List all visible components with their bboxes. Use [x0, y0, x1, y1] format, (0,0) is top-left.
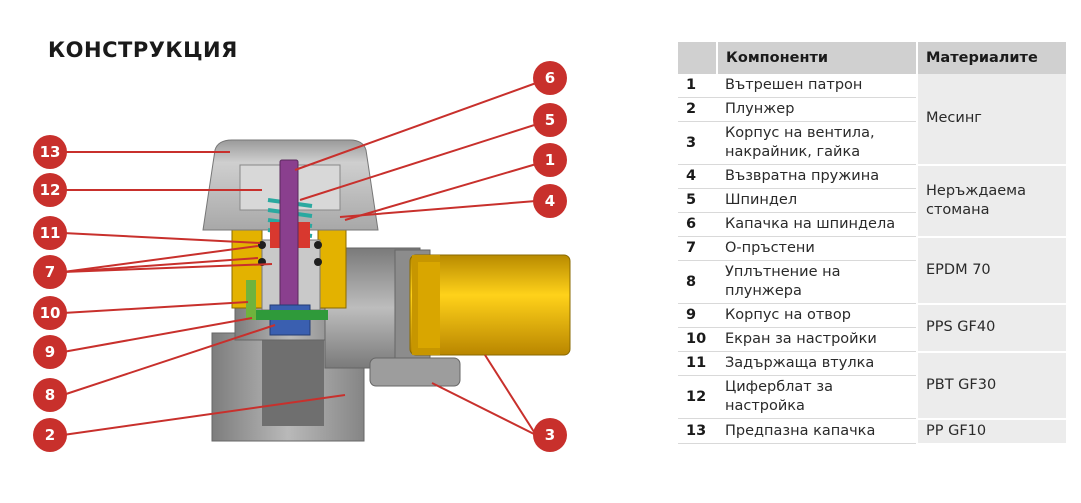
component-name: Възвратна пружина: [717, 164, 917, 189]
svg-text:12: 12: [40, 181, 61, 199]
component-number: 10: [678, 327, 717, 352]
svg-text:5: 5: [545, 111, 555, 129]
svg-text:7: 7: [45, 263, 55, 281]
material-cell: Неръждаема стомана: [916, 164, 1066, 238]
leader-lines: [62, 77, 551, 436]
svg-text:8: 8: [45, 386, 55, 404]
callout-5: 5: [533, 103, 567, 137]
callout-10: 10: [33, 296, 67, 330]
component-name: Капачка на шпиндела: [717, 212, 917, 237]
port-housing-green: [252, 310, 328, 320]
material-cell: EPDM 70: [916, 236, 1066, 305]
component-name: Уплътнение на плунжера: [717, 260, 917, 304]
callout-1: 1: [533, 143, 567, 177]
component-number: 2: [678, 97, 717, 122]
header-num: [678, 42, 718, 74]
svg-text:2: 2: [45, 426, 55, 444]
component-number: 13: [678, 418, 717, 444]
header-components: Компоненти: [717, 42, 918, 74]
callout-2: 2: [33, 418, 67, 452]
component-number: 6: [678, 212, 717, 237]
component-number: 9: [678, 303, 717, 328]
material-cell: PP GF10: [916, 418, 1066, 445]
component-number: 12: [678, 375, 717, 419]
spindle: [279, 159, 299, 311]
page-title: КОНСТРУКЦИЯ: [48, 38, 238, 62]
svg-text:4: 4: [545, 192, 555, 210]
callout-13: 13: [33, 135, 67, 169]
header-materials: Материалите: [917, 42, 1066, 74]
component-name: Задържаща втулка: [717, 351, 917, 376]
brass-nipple: [409, 254, 571, 356]
component-number: 5: [678, 188, 717, 213]
svg-text:11: 11: [40, 224, 61, 242]
callout-6: 6: [533, 61, 567, 95]
material-cell: PPS GF40: [916, 303, 1066, 353]
svg-text:3: 3: [545, 426, 555, 444]
component-name: Циферблат за настройка: [717, 375, 917, 419]
svg-text:1: 1: [545, 151, 555, 169]
svg-text:10: 10: [40, 304, 61, 322]
svg-text:13: 13: [40, 143, 61, 161]
component-number: 11: [678, 351, 717, 376]
component-number: 7: [678, 236, 717, 261]
component-name: О-пръстени: [717, 236, 917, 261]
svg-text:6: 6: [545, 69, 555, 87]
component-number: 3: [678, 121, 717, 165]
material-cell: PBT GF30: [916, 351, 1066, 420]
component-name: Екран за настройки: [717, 327, 917, 352]
component-number: 1: [678, 74, 717, 98]
callout-3: 3: [533, 418, 567, 452]
component-name: Плунжер: [717, 97, 917, 122]
component-name: Корпус на вентила, накрайник, гайка: [717, 121, 917, 165]
setting-screen: [246, 280, 256, 320]
callout-4: 4: [533, 184, 567, 218]
component-name: Корпус на отвор: [717, 303, 917, 328]
table-header-row: Компоненти Материалите: [678, 42, 1066, 74]
svg-text:9: 9: [45, 343, 55, 361]
callout-9: 9: [33, 335, 67, 369]
component-name: Вътрешен патрон: [717, 74, 917, 98]
valve-diagram: 1 4 5 6 3 13 12 11 7 10 9 8 2: [33, 61, 571, 452]
callout-12: 12: [33, 173, 67, 207]
component-name: Предпазна капачка: [717, 418, 917, 444]
callout-8: 8: [33, 378, 67, 412]
component-number: 8: [678, 260, 717, 304]
material-cell: Месинг: [916, 74, 1066, 166]
component-name: Шпиндел: [717, 188, 917, 213]
callout-7: 7: [33, 255, 67, 289]
callout-11: 11: [33, 216, 67, 250]
component-number: 4: [678, 164, 717, 189]
o-ring-group: [258, 241, 322, 266]
